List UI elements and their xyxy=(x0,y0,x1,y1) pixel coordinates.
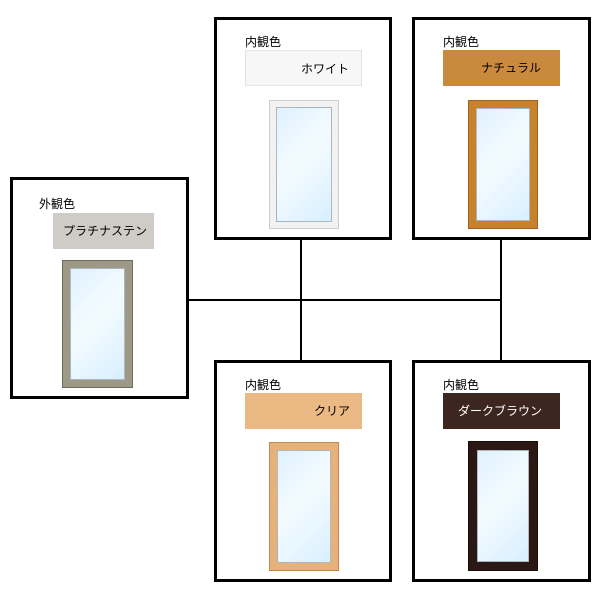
interior-color-panel-white: 内観色 ホワイト xyxy=(214,17,392,240)
window-preview-platinum-stainless xyxy=(62,260,133,388)
interior-color-panel-clear: 内観色 クリア xyxy=(214,360,392,582)
interior-color-name: ダークブラウン xyxy=(458,404,543,418)
interior-color-swatch-dark-brown: ダークブラウン xyxy=(443,393,560,429)
connector-to-white xyxy=(300,240,302,360)
interior-caption: 内観色 xyxy=(443,35,480,49)
interior-color-swatch-clear: クリア xyxy=(245,393,362,429)
window-glass xyxy=(70,268,125,380)
window-preview-natural xyxy=(468,100,538,229)
interior-color-swatch-white: ホワイト xyxy=(245,50,362,86)
window-glass xyxy=(276,107,332,222)
exterior-caption: 外観色 xyxy=(39,197,76,211)
interior-caption: 内観色 xyxy=(245,378,282,392)
window-glass xyxy=(477,450,529,562)
exterior-color-swatch: プラチナステン xyxy=(53,213,154,249)
exterior-color-name: プラチナステン xyxy=(63,224,148,238)
interior-color-name: ナチュラル xyxy=(481,61,542,75)
window-glass xyxy=(277,450,331,563)
window-preview-clear xyxy=(269,442,339,571)
interior-color-name: クリア xyxy=(314,404,351,418)
connector-horizontal xyxy=(189,299,502,301)
exterior-color-panel: 外観色 プラチナステン xyxy=(10,177,189,399)
interior-color-panel-natural: 内観色 ナチュラル xyxy=(412,17,591,240)
interior-caption: 内観色 xyxy=(443,378,480,392)
window-preview-dark-brown xyxy=(468,441,538,571)
connector-to-natural xyxy=(500,240,502,360)
interior-caption: 内観色 xyxy=(245,35,282,49)
interior-color-name: ホワイト xyxy=(301,62,350,76)
window-preview-white xyxy=(269,100,339,229)
interior-color-swatch-natural: ナチュラル xyxy=(443,50,560,86)
window-glass xyxy=(476,108,530,221)
interior-color-panel-dark-brown: 内観色 ダークブラウン xyxy=(412,360,591,582)
